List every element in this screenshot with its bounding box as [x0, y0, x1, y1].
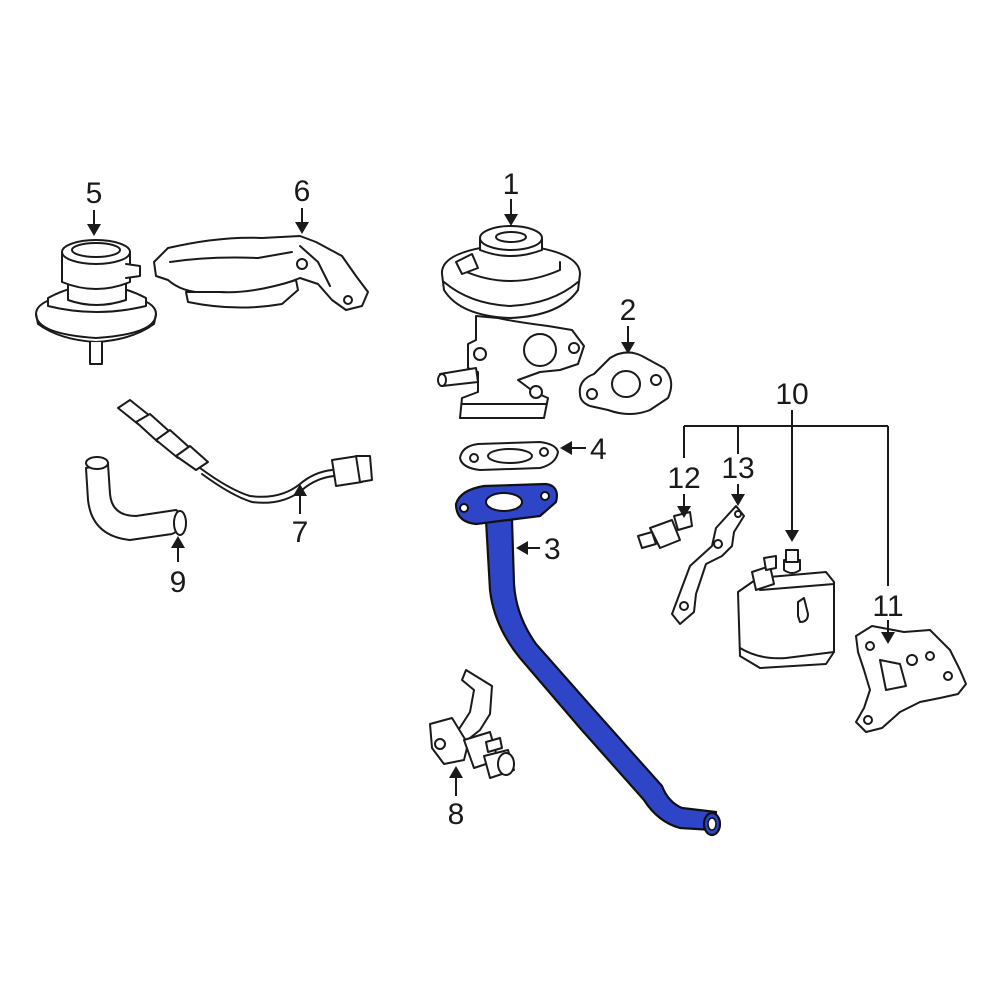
part-9-hose[interactable]: [85, 456, 187, 541]
part-11-bracket[interactable]: [855, 625, 967, 733]
callout-labels: 1 2 3 4 5 6 7 8 9 10 11 12 13: [86, 168, 904, 831]
callout-1: 1: [503, 168, 520, 201]
part-3-egr-pipe[interactable]: [454, 482, 722, 837]
part-5-vacuum-modulator[interactable]: [35, 239, 157, 365]
callout-12: 12: [667, 462, 700, 495]
part-8-vsv-valve[interactable]: [429, 669, 515, 779]
callout-3: 3: [544, 533, 561, 566]
part-2-gasket[interactable]: [578, 351, 673, 415]
part-1-egr-valve[interactable]: [437, 225, 585, 419]
callout-2: 2: [620, 294, 637, 327]
leader-lines: [87, 199, 895, 796]
part-6-bracket[interactable]: [153, 235, 369, 311]
part-12-fitting[interactable]: [637, 511, 693, 549]
callout-11: 11: [872, 590, 903, 623]
part-13-bracket[interactable]: [671, 505, 745, 625]
callout-5: 5: [86, 177, 103, 210]
callout-4: 4: [590, 433, 607, 466]
callout-6: 6: [294, 175, 311, 208]
callout-7: 7: [292, 516, 309, 549]
callout-13: 13: [721, 452, 754, 485]
part-10-charcoal-canister[interactable]: [737, 549, 835, 669]
callout-10: 10: [775, 378, 808, 411]
part-7-oxygen-sensor[interactable]: [117, 399, 373, 504]
callout-8: 8: [448, 798, 465, 831]
callout-9: 9: [170, 566, 187, 599]
part-4-gasket[interactable]: [459, 441, 559, 471]
